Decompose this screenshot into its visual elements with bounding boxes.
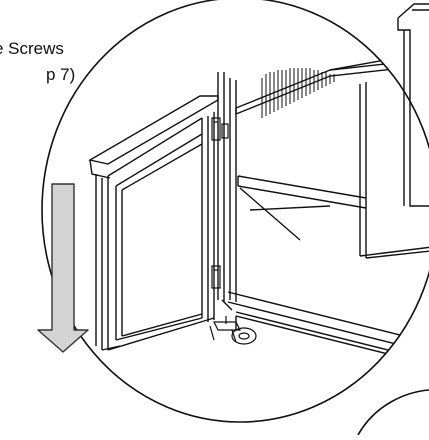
callout-line-2: p 7) bbox=[46, 65, 76, 84]
hinges bbox=[211, 117, 229, 289]
caster-wheel-icon bbox=[209, 316, 257, 345]
interior-frame bbox=[359, 82, 429, 259]
center-post bbox=[217, 72, 237, 311]
door-panel bbox=[88, 95, 219, 351]
bottom-rails bbox=[227, 291, 421, 363]
detail-circle bbox=[41, 0, 429, 423]
interior-brace bbox=[237, 175, 367, 241]
callout-line-1: e Screws bbox=[0, 39, 64, 58]
down-arrow-icon bbox=[37, 183, 89, 353]
top-rails bbox=[235, 49, 429, 115]
secondary-cabinet-view bbox=[397, 3, 429, 207]
callout-text: e Screws p 7) bbox=[0, 22, 160, 126]
secondary-detail-circle bbox=[357, 389, 429, 436]
